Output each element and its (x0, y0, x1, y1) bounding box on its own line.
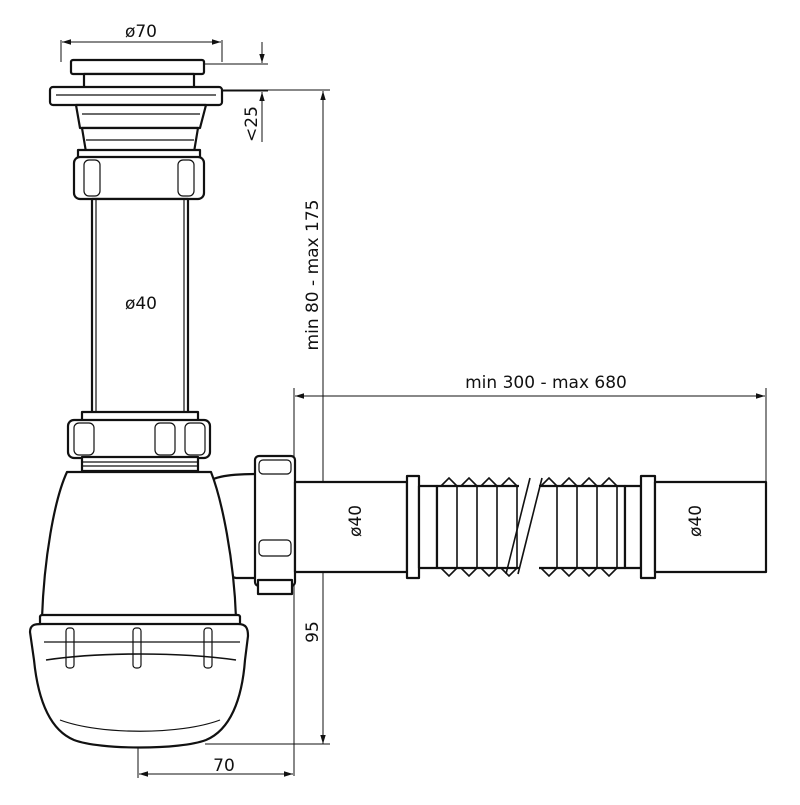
tube-diameter-label: ø40 (125, 294, 157, 314)
outlet-diameter-label-1: ø40 (346, 505, 366, 537)
sink-strainer (48, 58, 224, 154)
bowl-height-label: 95 (303, 621, 323, 643)
grid-diameter-label: ø70 (125, 22, 157, 42)
vertical-range-label: min 80 - max 175 (303, 200, 323, 351)
corrugated-flex-section (435, 470, 627, 580)
top-nut (72, 148, 206, 201)
outlet-diameter-label-2: ø40 (686, 505, 706, 537)
siphon-bowl (28, 470, 250, 749)
lower-nut (66, 410, 212, 473)
bowl-offset-label: 70 (213, 756, 235, 776)
side-nut (253, 454, 297, 596)
horizontal-range-label: min 300 - max 680 (465, 373, 627, 393)
grid-height-label: <25 (242, 106, 262, 142)
dimension-labels: ø70 <25 ø40 min 80 - max 175 min 300 - m… (125, 22, 706, 776)
outlet-pipe (293, 474, 439, 580)
outlet-end (623, 474, 768, 580)
